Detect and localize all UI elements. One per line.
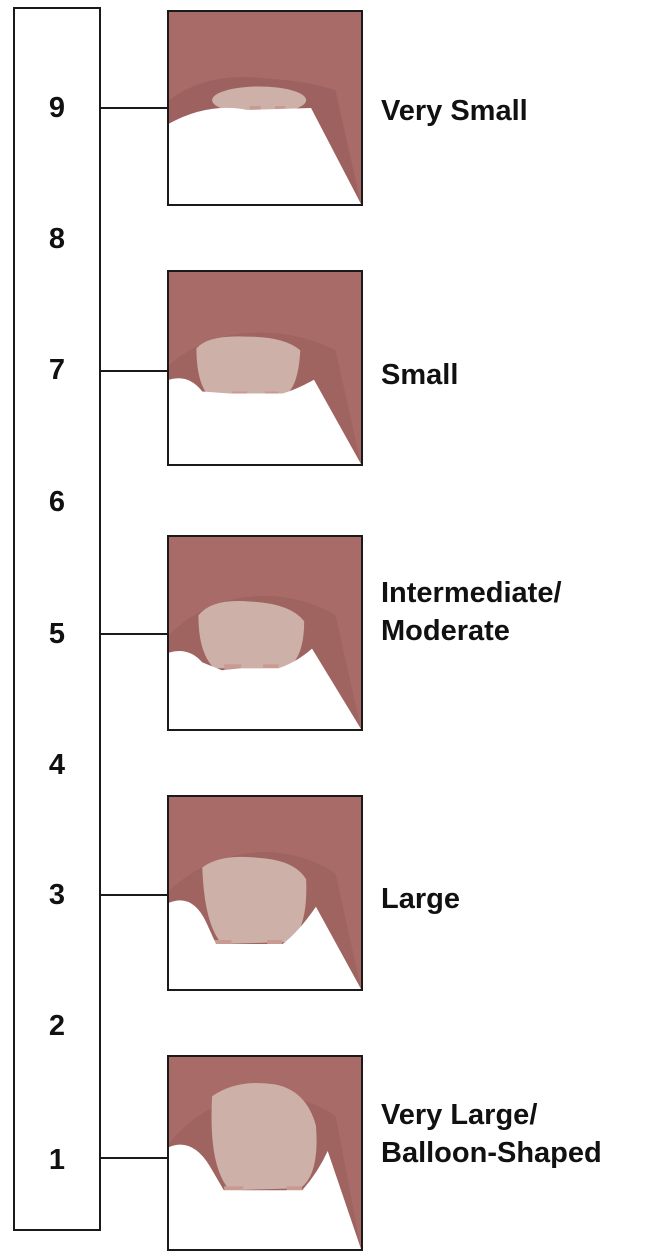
score-6: 6 <box>35 487 79 517</box>
label-line: Very Small <box>381 92 528 130</box>
score-1: 1 <box>35 1145 79 1175</box>
score-3: 3 <box>35 880 79 910</box>
udder-image-large <box>167 795 363 991</box>
label-line: Small <box>381 356 458 394</box>
udder-large-illustration <box>169 797 361 989</box>
label-very-large: Very Large/ Balloon-Shaped <box>381 1096 602 1172</box>
udder-small-illustration <box>169 272 361 464</box>
connector-line <box>101 107 169 109</box>
udder-very-large-illustration <box>169 1057 361 1249</box>
udder-moderate-illustration <box>169 537 361 729</box>
score-4: 4 <box>35 750 79 780</box>
label-line: Large <box>381 880 460 918</box>
connector-line <box>101 633 169 635</box>
connector-line <box>101 1157 169 1159</box>
label-line: Balloon-Shaped <box>381 1134 602 1172</box>
label-small: Small <box>381 356 458 394</box>
score-9: 9 <box>35 93 79 123</box>
label-line: Intermediate/ <box>381 574 562 612</box>
score-5: 5 <box>35 619 79 649</box>
connector-line <box>101 894 169 896</box>
label-moderate: Intermediate/ Moderate <box>381 574 562 650</box>
label-very-small: Very Small <box>381 92 528 130</box>
score-8: 8 <box>35 224 79 254</box>
label-line: Moderate <box>381 612 562 650</box>
udder-image-very-small <box>167 10 363 206</box>
udder-image-very-large <box>167 1055 363 1251</box>
udder-very-small-illustration <box>169 12 361 204</box>
connector-line <box>101 370 169 372</box>
udder-image-moderate <box>167 535 363 731</box>
label-large: Large <box>381 880 460 918</box>
label-line: Very Large/ <box>381 1096 602 1134</box>
score-7: 7 <box>35 355 79 385</box>
udder-image-small <box>167 270 363 466</box>
score-2: 2 <box>35 1011 79 1041</box>
